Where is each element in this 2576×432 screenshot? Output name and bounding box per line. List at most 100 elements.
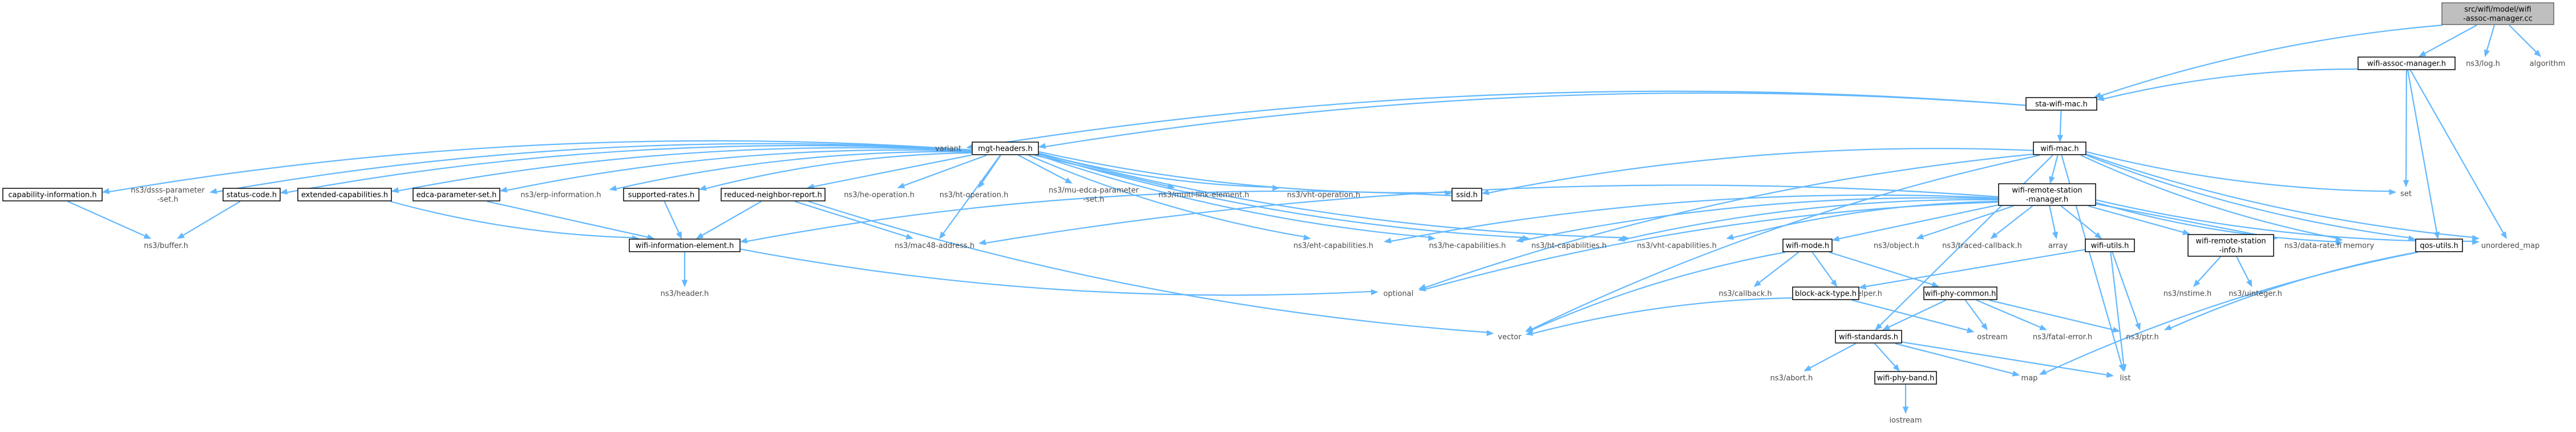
node-datarate: ns3/data-rate.h [2284, 242, 2342, 251]
edge-mgt-to-htcap [1038, 154, 1523, 239]
node-rnr[interactable]: reduced-neighbor-report.h [721, 188, 826, 201]
node-box-mgt [972, 142, 1039, 155]
edge-wpc-to-ptr [1989, 299, 2114, 330]
node-header: ns3/header.h [661, 290, 709, 298]
edge-sta-to-wifimac [2059, 110, 2062, 136]
node-label-callback-0: ns3/callback.h [1718, 290, 1772, 298]
edge-mgt-to-suprates [705, 152, 972, 189]
arrowhead-mgt-to-status [280, 188, 288, 195]
arrowhead-wutils-to-list [2121, 364, 2127, 372]
node-suprates[interactable]: supported-rates.h [623, 188, 699, 201]
node-box-qos [2415, 239, 2463, 252]
node-box-ssid [1451, 188, 1482, 201]
node-wstd[interactable]: wifi-standards.h [1835, 330, 1902, 344]
node-wpc[interactable]: wifi-phy-common.h [1923, 286, 1997, 300]
node-label-dsss-1: -set.h [157, 196, 179, 204]
arrowhead-wrsm-to-wrsi [2182, 229, 2190, 235]
edge-wifimac-to-list [2061, 155, 2122, 365]
node-wie[interactable]: wifi-information-element.h [629, 239, 741, 252]
arrowhead-wmode-to-callback [1753, 280, 1761, 287]
edge-mgt-to-mle [1034, 154, 1168, 187]
arrowhead-mgt-to-hecap [1427, 235, 1436, 241]
arrowhead-rnr-to-mac48 [905, 233, 914, 240]
node-traced: ns3/traced-callback.h [1942, 242, 2022, 251]
node-edca[interactable]: edca-parameter-set.h [413, 188, 500, 201]
edge-wutils-to-bat [1865, 249, 2085, 288]
node-label-fatal-0: ns3/fatal-error.h [2033, 333, 2092, 342]
arrowhead-wpc-to-ptr [2112, 326, 2121, 333]
edge-wrsi-to-nstime [2197, 256, 2221, 282]
node-mac48: ns3/mac48-address.h [895, 242, 974, 251]
node-ssid[interactable]: ssid.h [1451, 188, 1482, 201]
edge-wrsm-to-umap [2096, 199, 2473, 242]
node-extcap[interactable]: extended-capabilities.h [297, 188, 392, 201]
node-label-wie-0: wifi-information-element.h [636, 242, 734, 251]
edge-wifimac-to-memory [2080, 155, 2336, 239]
node-mgt[interactable]: mgt-headers.h [972, 142, 1039, 155]
node-ptr: ns3/ptr.h [2126, 333, 2159, 342]
node-status[interactable]: status-code.h [223, 188, 281, 201]
edge-wam-to-qos [2407, 70, 2437, 233]
arrowhead-bat-to-ostream [1966, 327, 1975, 333]
node-qos[interactable]: qos-utils.h [2415, 239, 2463, 252]
edge-suprates-to-wie [664, 201, 680, 233]
node-label-object-0: ns3/object.h [1874, 242, 1919, 251]
arrowhead-wrsm-to-traced [1990, 232, 1998, 239]
node-wifimac[interactable]: wifi-mac.h [2033, 142, 2086, 155]
node-label-suprates-0: supported-rates.h [628, 191, 694, 200]
arrowhead-sta-to-mgt [1038, 143, 1046, 149]
node-label-rnr-0: reduced-neighbor-report.h [724, 191, 822, 200]
edge-extcap-to-wie [390, 200, 633, 239]
node-box-wutils [2085, 239, 2135, 252]
node-box-wie [629, 239, 741, 252]
node-bat[interactable]: block-ack-type.h [1792, 286, 1859, 300]
edge-wifimac-to-qos [2086, 154, 2409, 239]
node-vector: vector [1498, 333, 1522, 342]
arrowhead-qos-to-map [2039, 369, 2047, 375]
node-hecap: ns3/he-capabilities.h [1429, 242, 1506, 251]
edge-wrsm-to-wrsi [2088, 205, 2184, 233]
node-erp: ns3/erp-information.h [520, 191, 601, 200]
node-label-vhtop-0: ns3/vht-operation.h [1287, 191, 1360, 200]
node-label-mac48-0: ns3/mac48-address.h [895, 242, 974, 251]
node-wpb[interactable]: wifi-phy-band.h [1874, 371, 1937, 385]
node-label-status-0: status-code.h [227, 191, 277, 200]
node-sta[interactable]: sta-wifi-mac.h [2025, 97, 2097, 111]
node-label-capinfo-0: capability-information.h [8, 191, 96, 200]
edge-mgt-to-rnr [813, 154, 972, 187]
edge-qos-to-map [2045, 251, 2419, 373]
edge-wstd-to-wpb [1874, 343, 1896, 367]
node-root[interactable]: src/wifi/model/wifi-assoc-manager.cc [2441, 2, 2554, 25]
node-label-set-0: set [2400, 190, 2412, 199]
node-ostream: ostream [1977, 333, 2008, 342]
node-label-htcap-0: ns3/ht-capabilities.h [1531, 242, 1607, 251]
node-wmode[interactable]: wifi-mode.h [1782, 239, 1833, 252]
nodes-layer: src/wifi/model/wifi-assoc-manager.cc wifi… [2, 2, 2565, 425]
node-label-wutils-0: wifi-utils.h [2091, 242, 2129, 251]
arrowhead-wifimac-to-ssid [1481, 189, 1490, 195]
node-box-root [2441, 2, 2554, 25]
node-callback: ns3/callback.h [1718, 290, 1772, 298]
node-iostream: iostream [1889, 417, 1922, 425]
edge-wpc-to-fatal [1976, 299, 2041, 328]
edge-wifimac-to-wrsm [2051, 155, 2059, 177]
node-label-sta-0: sta-wifi-mac.h [2035, 100, 2088, 109]
node-mle: ns3/multi-link-element.h [1158, 191, 1249, 200]
arrowhead-mgt-to-edca [499, 187, 508, 193]
arrowhead-wmode-to-attrh [1830, 279, 1838, 288]
edge-mgt-to-vhtcap [1038, 152, 1624, 239]
node-wutils[interactable]: wifi-utils.h [2085, 239, 2135, 252]
edge-wrsm-to-wutils [2061, 205, 2097, 235]
node-wrsm[interactable]: wifi-remote-station-manager.h [1998, 183, 2096, 206]
node-label-wifimac-0: wifi-mac.h [2040, 145, 2078, 154]
node-wrsi[interactable]: wifi-remote-station-info.h [2187, 234, 2274, 257]
node-wam[interactable]: wifi-assoc-manager.h [2357, 56, 2456, 70]
edge-wmode-to-callback [1758, 252, 1799, 284]
arrowhead-wpc-to-wstd [1882, 324, 1891, 330]
node-label-optional-0: optional [1384, 290, 1414, 298]
node-label-vector-0: vector [1498, 333, 1522, 342]
edge-wrsm-to-hecap [1522, 197, 1999, 241]
arrowhead-wie-to-header [681, 280, 688, 288]
node-capinfo[interactable]: capability-information.h [2, 188, 103, 201]
edge-capinfo-to-buffer [67, 200, 145, 237]
